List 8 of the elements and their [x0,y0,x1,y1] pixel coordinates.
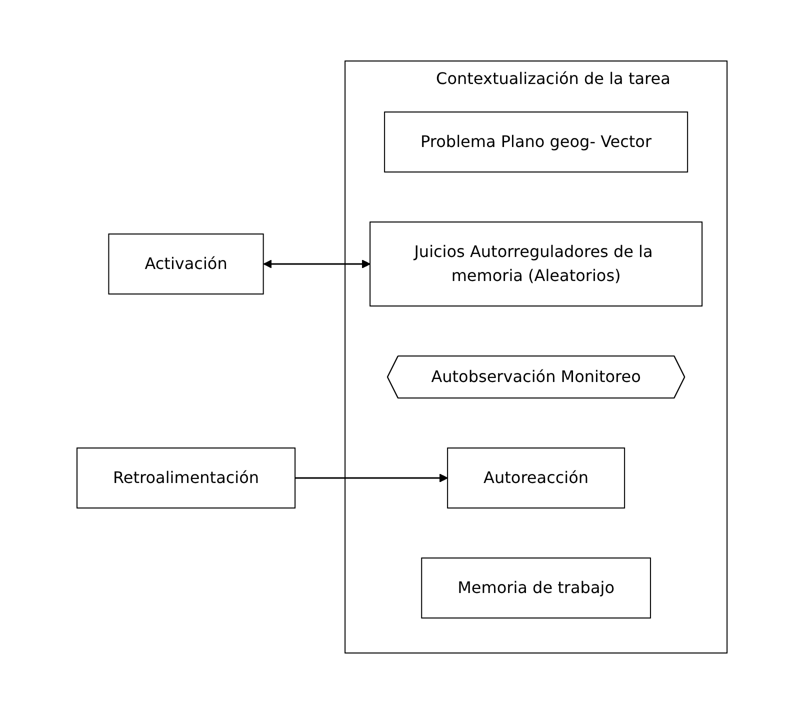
node-box: Activación [108,233,264,294]
node-box: Memoria de trabajo [422,557,652,618]
node-box: Retroalimentación [76,447,296,508]
arrow [296,473,448,482]
node-box: Autoreacción [448,447,626,508]
node-box: Juicios Autorreguladores de la memoria (Aleatorios) [370,221,704,306]
node-box: Problema Plano geog- Vector [384,111,689,172]
arrow [264,259,371,268]
